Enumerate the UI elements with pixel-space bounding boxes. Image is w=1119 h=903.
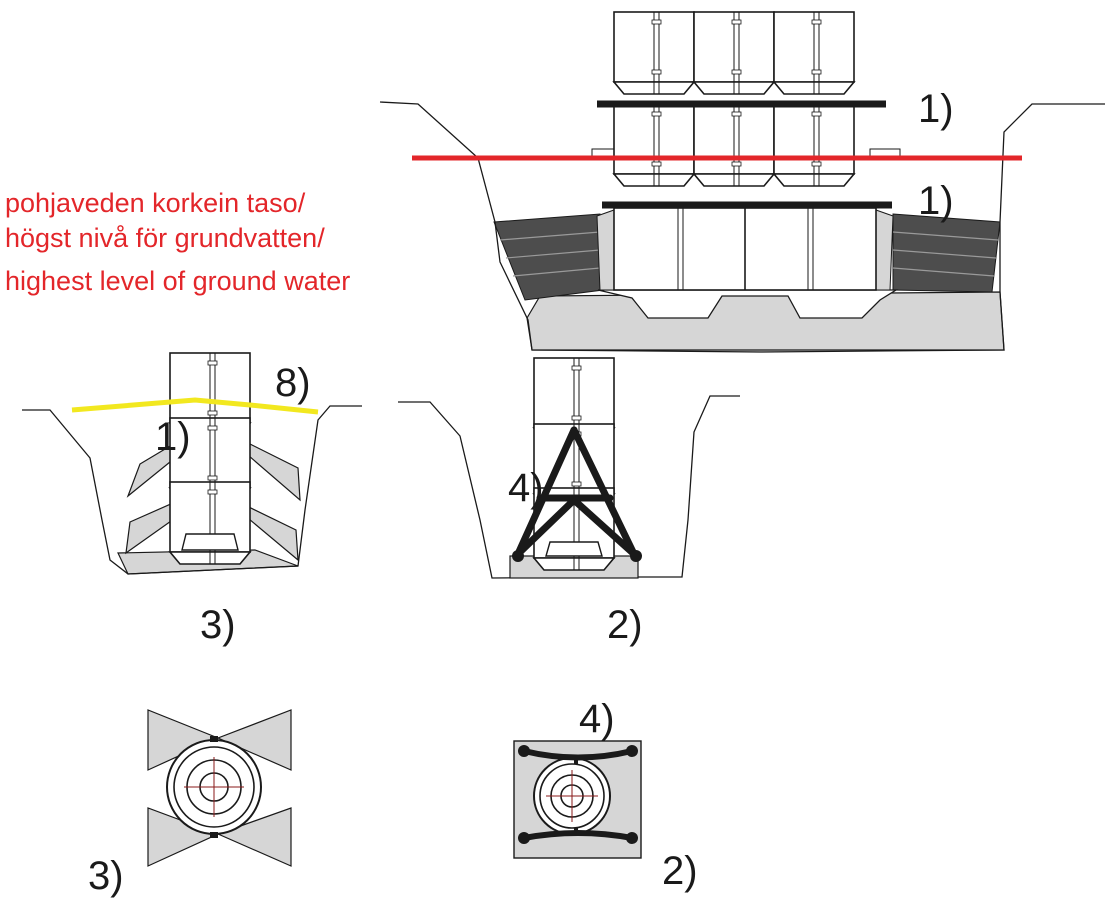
label-anchor-side: 4) bbox=[508, 466, 544, 510]
plan-caption-right: 2) bbox=[662, 849, 698, 893]
groundwater-label-en: highest level of ground water bbox=[5, 266, 351, 296]
label-geotextile: 8) bbox=[275, 361, 311, 405]
plan-view-straps bbox=[513, 740, 642, 859]
tank-stack-left bbox=[169, 352, 251, 565]
backfill-layer-lines bbox=[499, 231, 999, 277]
geotextile-line bbox=[71, 397, 319, 415]
groundwater-label-fi: pohjaveden korkein taso/ bbox=[5, 188, 306, 218]
right-excavation bbox=[398, 357, 740, 579]
label-strap-upper: 1) bbox=[918, 87, 954, 131]
label-anchor-top: 4) bbox=[579, 697, 615, 741]
caption-right: 2) bbox=[607, 603, 643, 647]
excavation-profile-right bbox=[398, 395, 740, 579]
caption-left: 3) bbox=[200, 603, 236, 647]
backfill-left bbox=[493, 213, 604, 301]
anchor-point-right bbox=[630, 550, 642, 562]
groundwater-label-sv: högst nivå för grundvatten/ bbox=[5, 223, 325, 253]
excavation-profile-left bbox=[22, 405, 362, 575]
anchor-straps bbox=[514, 426, 638, 558]
label-strap-lower: 1) bbox=[918, 179, 954, 223]
label-strap-left: 1) bbox=[155, 415, 191, 459]
side-panel-left bbox=[596, 209, 615, 291]
side-panel-right bbox=[875, 209, 894, 291]
tank-stack-right bbox=[533, 357, 615, 571]
main-excavation bbox=[379, 11, 1105, 353]
left-excavation bbox=[22, 352, 362, 575]
plan-view-wings bbox=[147, 709, 292, 867]
backfill-right bbox=[892, 213, 1001, 293]
tank-stack bbox=[613, 11, 877, 291]
fill-base-slab bbox=[526, 291, 1005, 353]
concrete-foundation bbox=[597, 289, 899, 319]
anchor-point-left bbox=[512, 550, 524, 562]
plan-caption-left: 3) bbox=[88, 854, 124, 898]
